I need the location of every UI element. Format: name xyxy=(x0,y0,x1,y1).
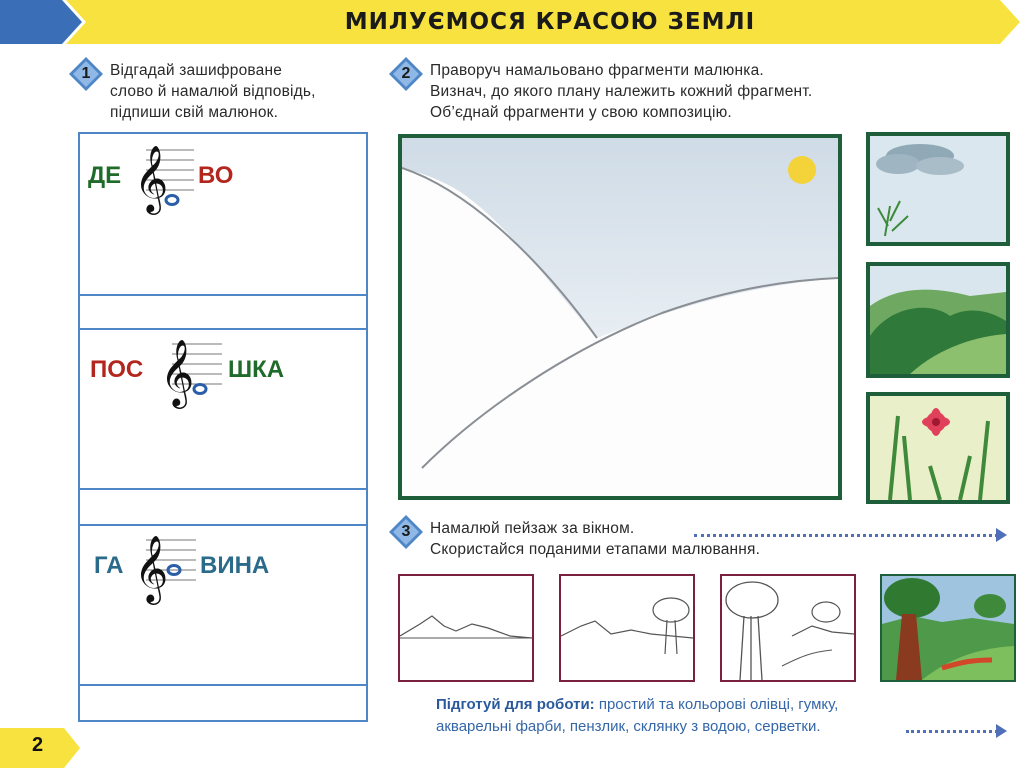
task-3-badge: 3 xyxy=(388,514,424,550)
composition-frame[interactable] xyxy=(398,134,842,500)
svg-text:𝄞: 𝄞 xyxy=(160,338,194,409)
arrow-right-icon xyxy=(996,724,1007,738)
signature-line xyxy=(80,488,366,490)
riddle-2-right: ШКА xyxy=(228,356,285,383)
drawing-step-4 xyxy=(880,574,1016,682)
riddle-cell-1[interactable] xyxy=(80,134,366,330)
treble-clef-staff-icon: 𝄞 xyxy=(160,338,222,409)
fragment-flower-grass[interactable] xyxy=(866,392,1010,504)
task-2-line: Об’єднай фрагменти у свою композицію. xyxy=(430,104,732,121)
dotted-leader xyxy=(906,730,998,733)
svg-text:𝄞: 𝄞 xyxy=(134,144,168,215)
page-number-badge xyxy=(0,728,80,768)
task-2-badge: 2 xyxy=(388,56,424,92)
hills-trees-fragment-image xyxy=(870,266,1006,374)
task-3-line: Намалюй пейзаж за вікном. xyxy=(430,520,635,537)
riddle-3-left: ГА xyxy=(94,552,124,579)
landscape-sketch xyxy=(401,138,839,469)
task-2-line: Праворуч намальовано фрагменти малюнка. xyxy=(430,62,764,79)
task-1-line: Відгадай зашифроване xyxy=(110,62,283,79)
riddle-cell-2[interactable] xyxy=(80,330,366,526)
task-1-line: слово й намалюй відповідь, xyxy=(110,83,316,100)
task-1-badge: 1 xyxy=(68,56,104,92)
page-number: 2 xyxy=(32,734,44,756)
prep-line-2: акварельні фарби, пензлик, склянку з вод… xyxy=(436,718,821,735)
step-3-image xyxy=(725,581,854,680)
task-1-number: 1 xyxy=(81,65,91,82)
riddle-column xyxy=(78,132,368,722)
treble-clef-staff-icon: 𝄞 xyxy=(134,534,196,605)
prep-label: Підготуй для роботи: xyxy=(436,696,595,713)
task-1-line: підпиши свій малюнок. xyxy=(110,104,279,121)
treble-clef-staff-icon: 𝄞 xyxy=(134,144,194,215)
drawing-step-2 xyxy=(559,574,695,682)
task-3-number: 3 xyxy=(401,523,411,540)
riddle-1-right: ВО xyxy=(198,162,234,189)
prep-line-1: простий та кольорові олівці, гумку, xyxy=(594,696,839,713)
task-2-instructions: Праворуч намальовано фрагменти малюнка. … xyxy=(430,60,812,123)
fragment-sky-cloud[interactable] xyxy=(866,132,1010,246)
riddle-1-left: ДЕ xyxy=(88,162,122,189)
signature-line xyxy=(80,294,366,296)
step-2-image xyxy=(561,597,693,655)
dotted-leader xyxy=(694,534,998,537)
task-2-line: Визнач, до якого плану належить кожний ф… xyxy=(430,83,813,100)
riddle-3-right: ВИНА xyxy=(200,552,270,579)
task-1-instructions: Відгадай зашифроване слово й намалюй від… xyxy=(110,60,316,123)
preparation-note: Підготуй для роботи: простий та кольоров… xyxy=(436,694,838,738)
task-2-number: 2 xyxy=(401,65,411,82)
task-3-line: Скористайся поданими етапами малювання. xyxy=(430,541,761,558)
flower-grass-fragment-image xyxy=(870,396,1006,500)
drawing-step-3 xyxy=(720,574,856,682)
riddle-cell-3[interactable] xyxy=(80,526,366,720)
page-title: МИЛУЄМОСЯ КРАСОЮ ЗЕМЛІ xyxy=(344,9,756,35)
sky-cloud-fragment-image xyxy=(870,136,1006,242)
fragment-hills-trees[interactable] xyxy=(866,262,1010,378)
arrow-right-icon xyxy=(996,528,1007,542)
riddle-2-left: ПОС xyxy=(90,356,144,383)
step-1-image xyxy=(400,615,532,639)
signature-line xyxy=(80,684,366,686)
step-4-image xyxy=(882,576,1014,680)
task-3-instructions: Намалюй пейзаж за вікном. Скористайся по… xyxy=(430,518,760,560)
header-banner xyxy=(0,0,1020,44)
svg-text:𝄞: 𝄞 xyxy=(134,534,168,605)
drawing-step-1 xyxy=(398,574,534,682)
